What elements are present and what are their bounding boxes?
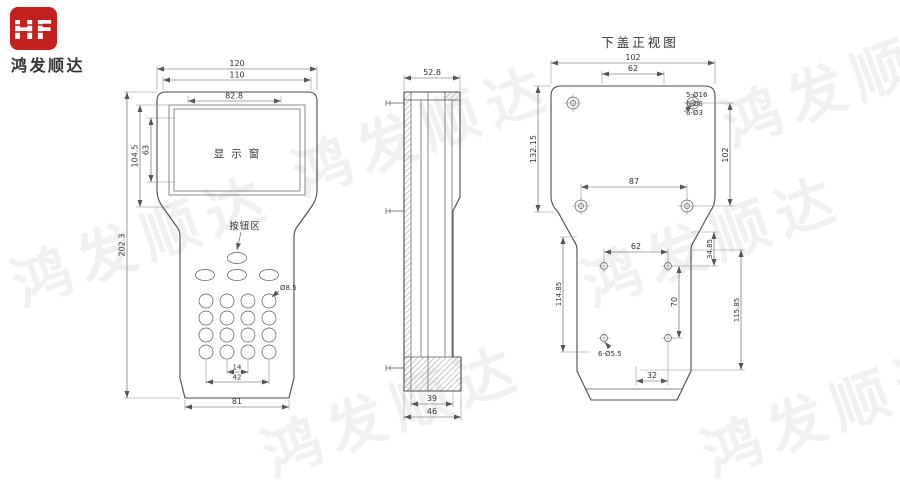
side-extension-lines xyxy=(403,75,462,420)
watermark-text: 鸿发顺达 xyxy=(254,333,533,490)
dim-side-bottom-width: 46 xyxy=(427,407,437,416)
screen-outer xyxy=(168,104,306,196)
dim-front-top-width: 120 xyxy=(229,59,244,68)
dim-upper-offset: 34.85 xyxy=(706,239,714,259)
button-area-leader xyxy=(236,231,242,251)
watermark-text: 鸿发顺达 xyxy=(694,333,900,490)
company-name: 鸿发顺达 xyxy=(11,56,85,75)
bottom-outline xyxy=(550,85,716,401)
logo-monogram: HF xyxy=(13,16,55,46)
note-corner-holes-2: 6-Ø6 xyxy=(686,100,703,108)
dim-bottom-left-height: 132.15 xyxy=(529,135,538,163)
bottom-cover-view: 下盖正视图 5-Ø16 6-Ø6 6-Ø3 6-Ø5.5 xyxy=(529,35,745,401)
dim-key-diameter: Ø8.5 xyxy=(280,284,297,292)
dim-key-pitch: 14 xyxy=(233,364,242,372)
display-window-label: 显示窗 xyxy=(214,147,267,160)
dim-bottom-mid-width: 87 xyxy=(629,177,639,186)
dim-hole-spacing-y: 70 xyxy=(670,297,679,307)
side-hatch-foot xyxy=(404,357,461,391)
dim-side-inner-width: 39 xyxy=(427,394,437,403)
corner-holes xyxy=(566,96,700,213)
dim-front-upper-width: 110 xyxy=(229,71,244,80)
corner-hole-centerlines xyxy=(564,94,702,215)
dim-bottom-top-width: 102 xyxy=(625,53,640,62)
button-area-label: 按钮区 xyxy=(229,220,261,232)
logo: HF 鸿发顺达 xyxy=(10,7,85,75)
dim-bottom-top-inner-width: 62 xyxy=(628,64,638,73)
dim-screen-inner-height: 63 xyxy=(142,145,151,155)
dim-front-bottom-width: 81 xyxy=(232,397,242,406)
side-inner-lines xyxy=(404,92,461,391)
side-view: 52.8 39 46 xyxy=(385,68,462,420)
dim-side-top-width: 52.8 xyxy=(423,68,441,77)
front-outline xyxy=(156,91,318,399)
lower-hole-centerlines xyxy=(598,260,674,344)
corner-note-leader xyxy=(683,104,693,113)
dim-screen-height: 104.5 xyxy=(131,145,140,168)
keypad xyxy=(195,252,279,360)
side-hatch-top xyxy=(444,92,460,101)
note-corner-holes-1: 5-Ø16 xyxy=(686,91,708,99)
watermark-text: 鸿发顺达 xyxy=(714,3,900,160)
key-diameter-leader xyxy=(271,290,280,298)
dim-right-lower-height: 115.85 xyxy=(733,298,741,323)
note-corner-holes-3: 6-Ø3 xyxy=(686,109,703,117)
watermark-text: 鸿发顺达 xyxy=(4,163,283,320)
screen-inner xyxy=(173,108,301,192)
dim-bottom-offset: 32 xyxy=(647,371,657,380)
dim-total-height: 202.3 xyxy=(118,234,127,257)
dim-left-lower-height: 114.85 xyxy=(555,282,563,307)
note-boss-holes: 6-Ø5.5 xyxy=(598,350,622,358)
dim-bottom-right-hole-spacing: 102 xyxy=(721,147,730,162)
side-hatch-left xyxy=(404,92,411,391)
dim-screen-width: 82.8 xyxy=(225,92,243,101)
front-view: 显示窗 按钮区 Ø8.5 120 110 82.8 xyxy=(118,59,318,410)
dim-hole-spacing-x: 62 xyxy=(631,242,641,251)
logo-box xyxy=(10,7,57,50)
bottom-view-title: 下盖正视图 xyxy=(601,35,679,50)
side-screws xyxy=(385,100,404,371)
boss-note-leader xyxy=(604,341,612,349)
dim-keypad-width: 42 xyxy=(233,374,242,382)
